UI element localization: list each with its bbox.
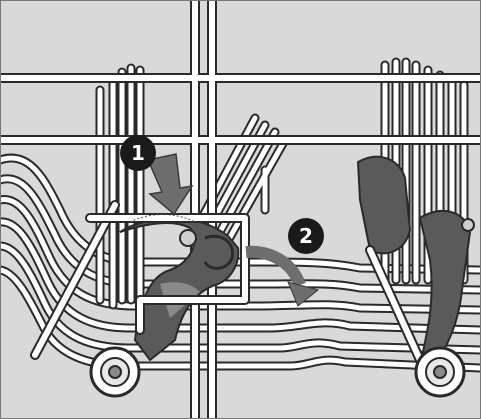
callout-step-1-label: 1	[131, 141, 145, 165]
right-clip-part	[356, 155, 475, 372]
callout-step-2-label: 2	[299, 224, 313, 248]
push-down-arrow-icon	[146, 153, 194, 216]
callout-step-2: 2	[288, 218, 324, 254]
rotate-arrow-icon	[245, 245, 320, 307]
vertical-tines-left	[95, 63, 145, 310]
pivot-bolt-icon	[179, 229, 197, 247]
latch-frame-wire	[85, 213, 250, 335]
callout-step-1: 1	[120, 135, 156, 171]
rack-wheel-left-icon	[89, 346, 141, 398]
rack-wheel-right-icon	[414, 346, 466, 398]
motion-hint-dotted-arc	[129, 214, 196, 223]
lower-left-diagonal-wire	[30, 200, 120, 360]
